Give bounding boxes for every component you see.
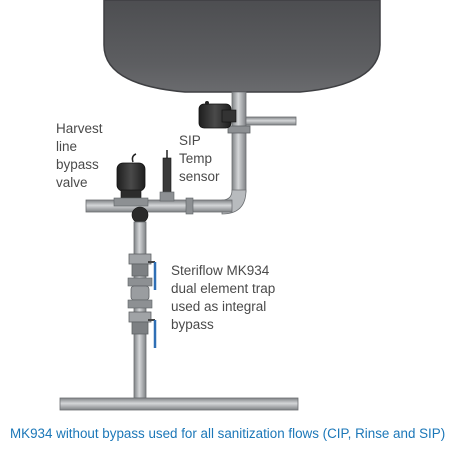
tank-outlet-pipe xyxy=(231,91,247,193)
line-clamp xyxy=(185,197,194,215)
outlet-clamp xyxy=(227,125,251,134)
process-tank xyxy=(103,0,381,93)
harvest-bypass-valve xyxy=(113,153,149,224)
steriflow-trap xyxy=(127,277,153,309)
bottom-header-pipe xyxy=(59,397,299,411)
drain-line-pipe xyxy=(133,221,147,399)
harvest-valve-label: Harvest line bypass valve xyxy=(56,121,106,190)
upper-ball-valve xyxy=(128,253,157,290)
upper-valve xyxy=(198,101,237,129)
sip-sensor-label: SIP Temp sensor xyxy=(179,133,220,184)
lower-ball-valve xyxy=(128,311,157,348)
sip-temp-sensor xyxy=(159,150,175,202)
upper-side-branch-pipe xyxy=(245,116,297,126)
diagram-caption: MK934 without bypass used for all saniti… xyxy=(10,426,446,441)
trap-label: Steriflow MK934 dual element trap used a… xyxy=(171,263,279,332)
harvest-line-pipe xyxy=(85,199,233,213)
